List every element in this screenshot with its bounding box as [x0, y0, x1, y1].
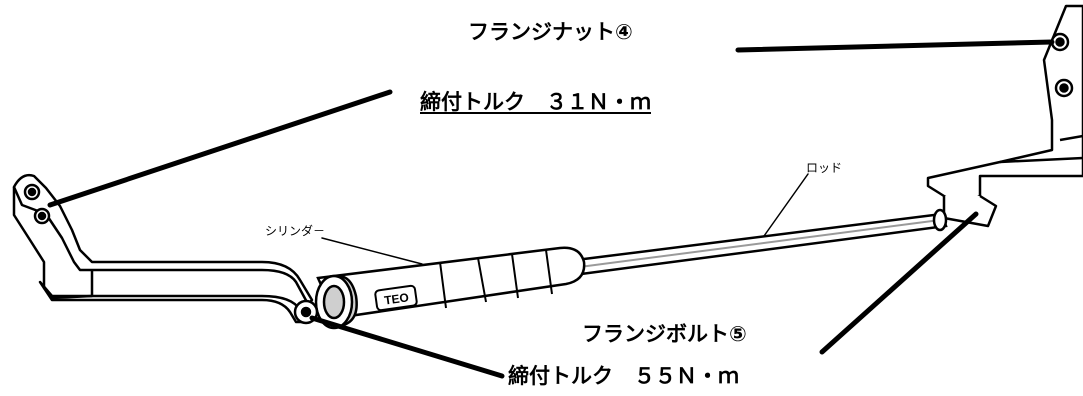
right-bracket: [926, 4, 1083, 228]
leader-lines: [47, 39, 1055, 379]
teo-logo: TEO: [383, 290, 409, 307]
flange-bolt-title: フランジボルト⑤: [582, 322, 747, 346]
leader-nut-right: [735, 39, 1055, 53]
rod: [558, 208, 948, 278]
leader-bolt-right: [819, 211, 979, 355]
rod-label: ロッド: [806, 161, 843, 175]
leader-nut-left: [47, 89, 393, 208]
flange-bolt-torque: 締付トルク ５５Ｎ・ｍ: [508, 364, 739, 388]
flange-nut-title: フランジナット④: [468, 20, 633, 44]
cylinder: [293, 246, 586, 330]
flange-nut-torque: 締付トルク ３１Ｎ・ｍ: [420, 90, 651, 114]
left-bracket: [12, 173, 314, 324]
cylinder-label: シリンダ－: [265, 224, 326, 238]
leader-bolt-left: [309, 315, 505, 379]
leader-cylinder: [321, 237, 423, 265]
leader-rod: [763, 173, 809, 237]
